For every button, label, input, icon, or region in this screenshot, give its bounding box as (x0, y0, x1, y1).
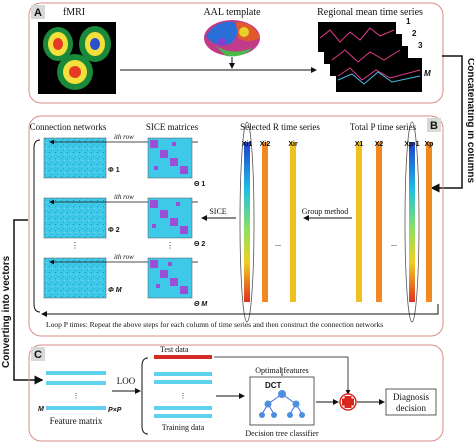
total-column-p (426, 142, 432, 302)
converting-label: Converting into vectors (1, 255, 12, 368)
feature-matrix-ellipsis: ⋮ (73, 392, 80, 400)
feature-m-label: M (38, 406, 44, 413)
loop-text: Loop P times: Repeat the above steps for… (46, 320, 383, 329)
selected-horizontal-ellipsis: ... (275, 239, 281, 248)
concat-connector-arrow (430, 55, 463, 193)
loo-label: LOO (117, 376, 136, 386)
theta-label-2: Θ 2 (194, 241, 205, 248)
feature-matrix-label: Feature matrix (50, 416, 103, 426)
networks-vertical-ellipsis: ⋮ (71, 241, 79, 250)
fmri-label: fMRI (63, 7, 85, 18)
diagnosis-box (385, 388, 437, 416)
series-number-3: 3 (418, 41, 423, 50)
test-data-bar (154, 355, 212, 359)
connection-bracket (33, 139, 41, 313)
panel-c-border (28, 344, 444, 442)
feature-pxp-label: P×P (108, 407, 122, 414)
fmri-brain-images (38, 22, 116, 94)
sice-arrow-label: SICE (209, 207, 226, 216)
panel-a-border (28, 2, 444, 104)
total-column-label-2: X2 (375, 141, 384, 148)
dct-box (249, 376, 315, 426)
loo-bracket (141, 357, 149, 435)
aal-template-label: AAL template (203, 7, 261, 18)
ith-row-label-2: ith row (114, 193, 134, 201)
regional-time-series-stack (318, 22, 422, 92)
total-ellipse (404, 121, 420, 323)
total-column-label-1: X1 (355, 141, 364, 148)
phi-label-m: Φ M (108, 287, 122, 294)
convert-connector-arrow (13, 219, 44, 385)
theta-label-m: Θ M (194, 301, 207, 308)
training-data-bars (154, 372, 212, 418)
selected-column-1 (244, 142, 250, 302)
total-column-1 (356, 142, 362, 302)
test-data-label: Test data (160, 345, 189, 354)
selected-column-2 (262, 142, 268, 302)
panel-a-letter: A (34, 7, 42, 19)
total-p-label: Total P time series (350, 122, 417, 132)
sice-matrix-2 (147, 197, 193, 239)
phi-label-2: Φ 2 (108, 227, 120, 234)
series-number-1: 1 (406, 17, 411, 26)
panel-b-border (28, 115, 444, 337)
total-column-label-p: Xp (425, 141, 434, 148)
regional-series-label: Regional mean time series (317, 7, 423, 18)
training-data-ellipsis: ⋮ (180, 392, 187, 400)
panel-a-badge: A (31, 5, 45, 19)
selected-ellipse (239, 121, 255, 323)
ith-row-label-1: ith row (114, 133, 134, 141)
connection-network-2 (43, 197, 107, 239)
connection-network-m (43, 257, 107, 299)
training-data-label: Training data (162, 423, 205, 432)
sice-matrix-1 (147, 137, 193, 179)
loop-arrow (41, 304, 439, 317)
phi-label-1: Φ 1 (108, 167, 120, 174)
selected-column-label-1: Xi1 (242, 141, 253, 148)
combine-plus-icon (339, 393, 357, 411)
panel-b-letter: B (430, 120, 438, 132)
sice-matrices-label: SICE matrices (146, 122, 199, 132)
panel-c-letter: C (34, 349, 42, 361)
selected-column-r (290, 142, 296, 302)
ith-row-label-m: ith row (114, 253, 134, 261)
total-column-label-p-1: Xp-1 (404, 141, 419, 148)
classifier-label: Decision tree classifier (245, 429, 319, 438)
series-number-m: M (424, 69, 431, 78)
dct-label: DCT (265, 381, 282, 390)
total-horizontal-ellipsis: ... (391, 239, 397, 248)
panel-c-badge: C (31, 347, 45, 361)
theta-label-1: Θ 1 (194, 181, 205, 188)
diagnosis-line-1: Diagnosis (393, 392, 429, 402)
total-column-p-1 (409, 142, 415, 302)
selected-r-label: Selected R time series (240, 122, 320, 132)
aal-brain-image (204, 20, 260, 57)
sice-matrix-m (147, 257, 193, 299)
series-number-2: 2 (412, 29, 417, 38)
selected-column-label-2: Xi2 (260, 141, 271, 148)
group-method-label: Group method (302, 207, 348, 216)
connection-networks-label: Connection networks (30, 122, 107, 132)
connection-network-1 (43, 137, 107, 179)
sice-vertical-ellipsis: ⋮ (166, 241, 174, 250)
concatenating-label: Concatenating in columns (465, 58, 474, 183)
diagnosis-line-2: decision (396, 403, 426, 413)
feature-matrix (46, 371, 106, 410)
panel-b-badge: B (427, 118, 441, 132)
total-column-2 (376, 142, 382, 302)
selected-column-label-r: Xir (288, 141, 298, 148)
